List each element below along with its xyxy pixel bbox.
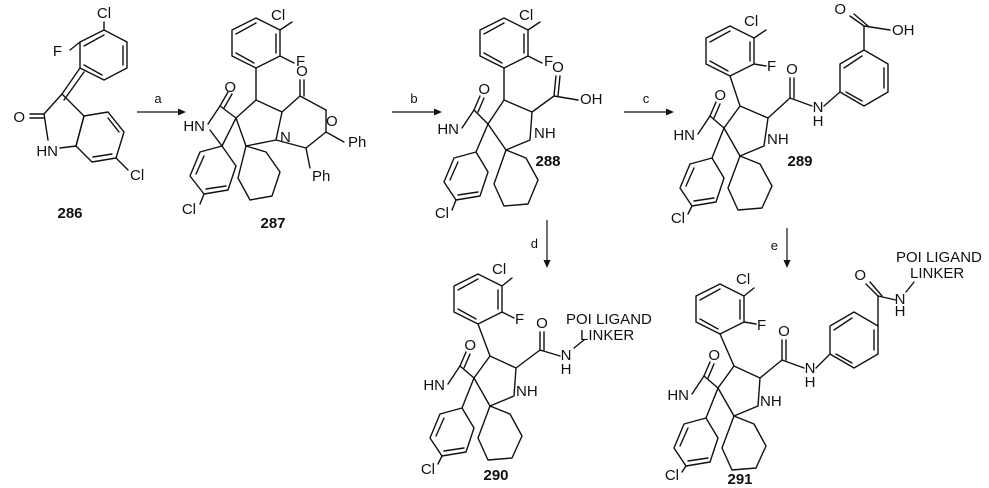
atom-f-291: F xyxy=(757,317,766,334)
atom-ph-287-b: Ph xyxy=(312,168,330,185)
atom-h-291-benzamide: H xyxy=(895,303,906,320)
compound-288-structure xyxy=(443,17,579,211)
atom-o-289-amide: O xyxy=(786,61,798,78)
atom-h-290-amide: H xyxy=(561,361,572,378)
atom-nh-291: NH xyxy=(760,393,782,410)
compound-286-structure xyxy=(29,21,129,171)
atom-o-287-ring: O xyxy=(326,113,338,130)
atom-o-289-acid: O xyxy=(834,1,846,18)
reagent-label-e: e xyxy=(771,238,778,253)
atom-n-291-benzamide: N xyxy=(895,291,906,308)
atom-n-289-amide: N xyxy=(813,99,824,116)
reagent-label-c: c xyxy=(643,91,650,106)
atom-hn-288: HN xyxy=(437,121,459,138)
atom-o-291-lactam: O xyxy=(708,347,720,364)
atom-nh-290: NH xyxy=(516,383,538,400)
atom-n-287: N xyxy=(280,129,291,146)
linker-label-290-line2: LINKER xyxy=(580,327,634,344)
atom-cl-287: Cl xyxy=(271,7,285,24)
compound-label-290: 290 xyxy=(483,467,508,484)
atom-oh-288: OH xyxy=(580,91,603,108)
atom-h-289-amide: H xyxy=(813,113,824,130)
atom-cl-289: Cl xyxy=(744,13,758,30)
atom-cl-291-bottom: Cl xyxy=(665,467,679,484)
atom-n-290-amide: N xyxy=(561,347,572,364)
atom-n-291-amide: N xyxy=(805,360,816,377)
atom-ph-287-a: Ph xyxy=(348,134,366,151)
atom-cl-290: Cl xyxy=(492,261,506,278)
compound-290-structure xyxy=(429,273,585,465)
atom-nh-288: NH xyxy=(534,125,556,142)
reagent-label-b: b xyxy=(410,91,417,106)
compound-287-structure xyxy=(189,17,345,205)
atom-o-287-lactam: O xyxy=(224,79,236,96)
atom-hn-286: HN xyxy=(36,143,58,160)
atom-hn-287: HN xyxy=(183,118,205,135)
compound-label-288: 288 xyxy=(535,153,560,170)
atom-o-288-lactam: O xyxy=(478,81,490,98)
compound-label-289: 289 xyxy=(787,153,812,170)
atom-hn-290: HN xyxy=(423,377,445,394)
atom-f-290: F xyxy=(515,311,524,328)
atom-o-291-benzamide: O xyxy=(854,267,866,284)
compound-289-structure xyxy=(679,13,891,215)
atom-oh-289: OH xyxy=(892,22,915,39)
reagent-label-d: d xyxy=(531,236,538,251)
atom-o-290-lactam: O xyxy=(464,337,476,354)
atom-cl-286-top: Cl xyxy=(97,5,111,22)
atom-cl-289-bottom: Cl xyxy=(671,210,685,227)
atom-o-291-amide: O xyxy=(778,323,790,340)
atom-f-289: F xyxy=(767,58,776,75)
atom-o-289-lactam: O xyxy=(714,87,726,104)
compound-label-287: 287 xyxy=(260,215,285,232)
atom-cl-286-bottom: Cl xyxy=(130,167,144,184)
compound-291-structure xyxy=(673,281,915,473)
atom-o-288-acid: O xyxy=(552,59,564,76)
linker-label-290-line1: POI LIGAND xyxy=(566,311,652,328)
compound-label-286: 286 xyxy=(57,205,82,222)
atom-hn-289: HN xyxy=(673,127,695,144)
atom-o-290-amide: O xyxy=(536,315,548,332)
atom-f-286: F xyxy=(53,43,62,60)
compound-label-291: 291 xyxy=(727,471,752,488)
atom-h-291-amide: H xyxy=(805,374,816,391)
linker-label-291-line2: LINKER xyxy=(910,265,964,282)
atom-o-287-carbonyl: O xyxy=(296,63,308,80)
atom-cl-291: Cl xyxy=(736,271,750,288)
atom-f-288: F xyxy=(544,53,553,70)
atom-o-286: O xyxy=(13,109,25,126)
linker-label-291-line1: POI LIGAND xyxy=(896,249,982,266)
atom-hn-291: HN xyxy=(667,387,689,404)
reagent-label-a: a xyxy=(154,91,162,106)
atom-cl-288: Cl xyxy=(519,7,533,24)
atom-f-287: F xyxy=(296,53,305,70)
atom-nh-289: NH xyxy=(767,131,789,148)
atom-cl-290-bottom: Cl xyxy=(421,461,435,478)
atom-cl-287-bottom: Cl xyxy=(182,201,196,218)
atom-cl-288-bottom: Cl xyxy=(435,205,449,222)
